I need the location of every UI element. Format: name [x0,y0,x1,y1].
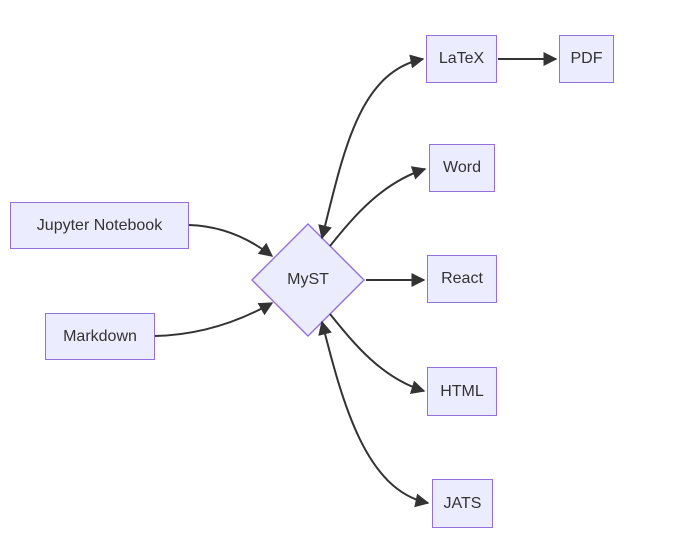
node-word: Word [429,144,495,192]
edge-markdown-to-myst [154,302,274,337]
node-markdown-label: Markdown [63,327,137,345]
node-latex: LaTeX [426,35,497,83]
edge-myst-jats-bidirectional [318,320,430,508]
node-jats: JATS [432,479,493,528]
node-html-label: HTML [440,382,484,400]
edge-myst-to-word [329,166,427,247]
node-pdf-label: PDF [570,50,603,67]
node-jats-label: JATS [443,494,482,512]
node-jupyter-notebook-label: Jupyter Notebook [36,216,163,234]
node-react: React [427,255,497,303]
node-myst-label: MyST [287,271,329,288]
node-markdown: Markdown [45,313,155,360]
edge-myst-latex-bidirectional [318,54,425,240]
node-word-label: Word [443,159,481,176]
node-myst: MyST [252,224,364,336]
node-html: HTML [427,367,497,416]
edge-jupyter-notebook-to-myst [188,224,274,257]
node-pdf: PDF [559,35,614,83]
node-jupyter-notebook: Jupyter Notebook [10,202,189,249]
node-myst-diamond-shape [251,223,365,337]
node-latex-label: LaTeX [438,50,485,67]
node-react-label: React [441,270,483,287]
